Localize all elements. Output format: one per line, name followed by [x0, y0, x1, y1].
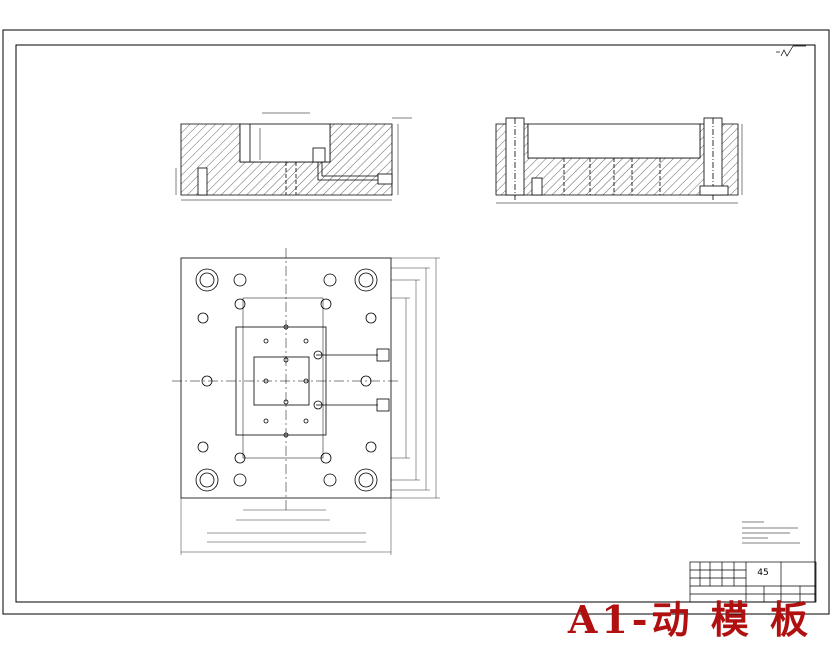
roughness-symbol-icon	[776, 45, 806, 57]
drawing-caption: A1-动 模 板	[567, 597, 812, 642]
title-block	[689, 561, 817, 603]
inner-border	[15, 44, 816, 603]
plan-view	[172, 248, 440, 555]
section-view-right	[495, 117, 743, 204]
title-block-material: 45	[757, 568, 768, 578]
technical-notes	[742, 521, 800, 544]
section-view-left	[175, 112, 412, 201]
outer-border	[2, 29, 830, 615]
